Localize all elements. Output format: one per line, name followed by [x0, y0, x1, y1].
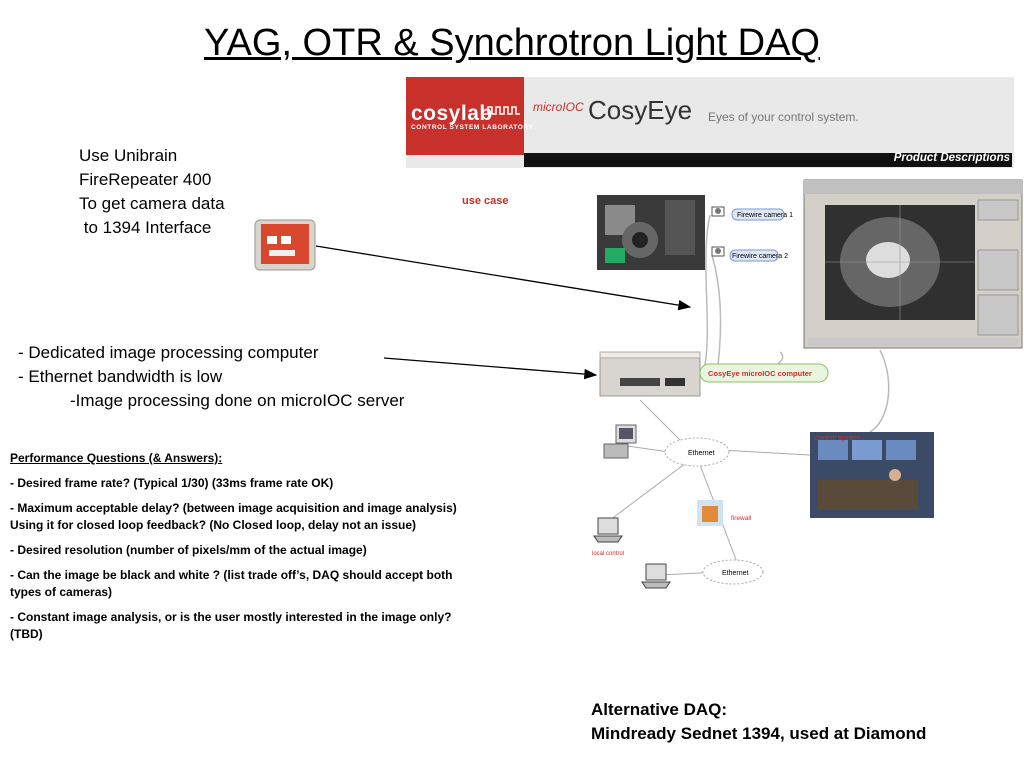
alternative-heading: Alternative DAQ:: [591, 700, 728, 719]
use-case-label: use case: [462, 195, 509, 207]
camera-2-tag: [729, 249, 779, 262]
product-name: CosyEye: [588, 95, 693, 125]
camera-2-icon: [711, 246, 725, 257]
performance-item: - Can the image be black and white ? (li…: [10, 568, 453, 599]
ethernet-1-label: Ethernet: [688, 450, 715, 457]
performance-item: - Maximum acceptable delay? (between ima…: [10, 501, 457, 532]
performance-item: - Desired resolution (number of pixels/m…: [10, 543, 367, 557]
microioc-computer-icon: [599, 351, 701, 397]
camera-2-label: Firewire camera 2: [732, 253, 788, 260]
local-control-label: local control: [592, 551, 624, 557]
page-title: YAG, OTR & Synchrotron Light DAQ: [204, 22, 820, 64]
laptop-icon: [641, 563, 671, 589]
desktop-computer-icon: [603, 424, 637, 459]
alternative-detail: Mindready Sednet 1394, used at Diamond: [591, 724, 927, 743]
ethernet-cloud-1: [664, 437, 730, 467]
ethernet-2-label: Ethernet: [722, 570, 749, 577]
computer-arrow: [383, 357, 598, 380]
section-bar: [524, 153, 1012, 167]
unibrain-line: FireRepeater 400: [79, 170, 212, 189]
pulse-icon: [484, 106, 520, 115]
microioc-label: microIOC: [533, 100, 584, 114]
camera-1-icon: [711, 206, 725, 217]
ethernet-cloud-2: [702, 559, 764, 585]
bullet-item: -Image processing done on microIOC serve…: [70, 391, 405, 410]
bullet-item: - Dedicated image processing computer: [18, 343, 319, 362]
bullet-item: - Ethernet bandwidth is low: [18, 367, 223, 386]
performance-item: - Constant image analysis, or is the use…: [10, 610, 452, 641]
product-tagline: Eyes of your control system.: [708, 110, 859, 124]
alternative-daq: Alternative DAQ: Mindready Sednet 1394, …: [591, 698, 926, 746]
unibrain-line: to 1394 Interface: [79, 218, 212, 237]
laptop-icon: [593, 517, 623, 543]
firewall-icon: [697, 500, 723, 526]
performance-heading: Performance Questions (& Answers):: [10, 451, 223, 465]
camera-1-label: Firewire camera 1: [737, 212, 793, 219]
network-lines: [609, 399, 811, 576]
unibrain-arrow: [315, 245, 692, 311]
cosylab-subtitle: CONTROL SYSTEM LABORATORY: [411, 124, 534, 131]
logo-block: [406, 77, 524, 155]
unibrain-note: Use Unibrain FireRepeater 400 To get cam…: [79, 144, 225, 240]
performance-questions: Performance Questions (& Answers): - Des…: [10, 450, 462, 651]
section-label: Product Descriptions: [893, 152, 1010, 164]
computer-label: CosyEye microIOC computer: [708, 369, 812, 378]
camera-photo: [597, 195, 705, 270]
control-system-label: control system: [815, 435, 860, 442]
firerepeater-device: [254, 219, 316, 271]
firewall-label: firewall: [731, 515, 752, 522]
bullet-list: - Dedicated image processing computer - …: [18, 341, 404, 413]
cosyeye-app-window: [803, 179, 1023, 349]
camera-1-tag: [731, 208, 785, 221]
unibrain-line: To get camera data: [79, 194, 225, 213]
control-system-photo: [810, 432, 934, 518]
unibrain-line: Use Unibrain: [79, 146, 178, 165]
performance-item: - Desired frame rate? (Typical 1/30) (33…: [10, 476, 334, 490]
cosylab-logo: cosylab: [411, 102, 493, 125]
computer-tag: [699, 363, 829, 383]
